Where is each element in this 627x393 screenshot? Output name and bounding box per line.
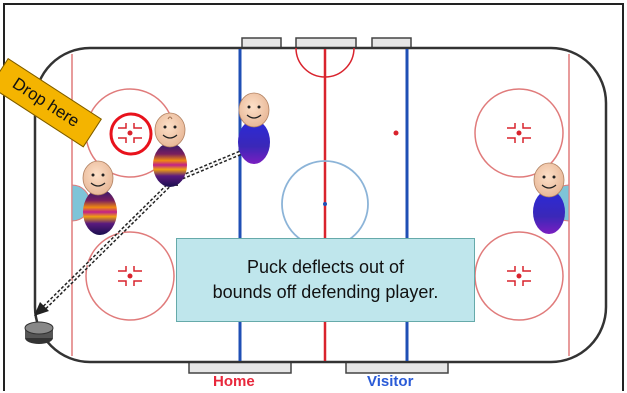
player-attacker-center[interactable]: [238, 93, 270, 164]
visitor-bench-box: [346, 362, 448, 373]
player-attacker-right[interactable]: [533, 163, 565, 234]
home-bench-label: Home: [213, 373, 255, 390]
player-defender-top[interactable]: [153, 113, 187, 187]
home-bench-box: [189, 362, 291, 373]
annotation-box: Puck deflects out of bounds off defendin…: [176, 238, 475, 322]
annotation-line-2: bounds off defending player.: [213, 280, 439, 305]
visitor-bench-label: Visitor: [367, 373, 413, 390]
annotation-line-1: Puck deflects out of: [247, 255, 404, 280]
center-faceoff-dot: [323, 202, 327, 206]
neutral-dot-right: [394, 131, 399, 136]
puck-icon[interactable]: [25, 322, 53, 344]
player-defender-left[interactable]: [83, 161, 117, 235]
